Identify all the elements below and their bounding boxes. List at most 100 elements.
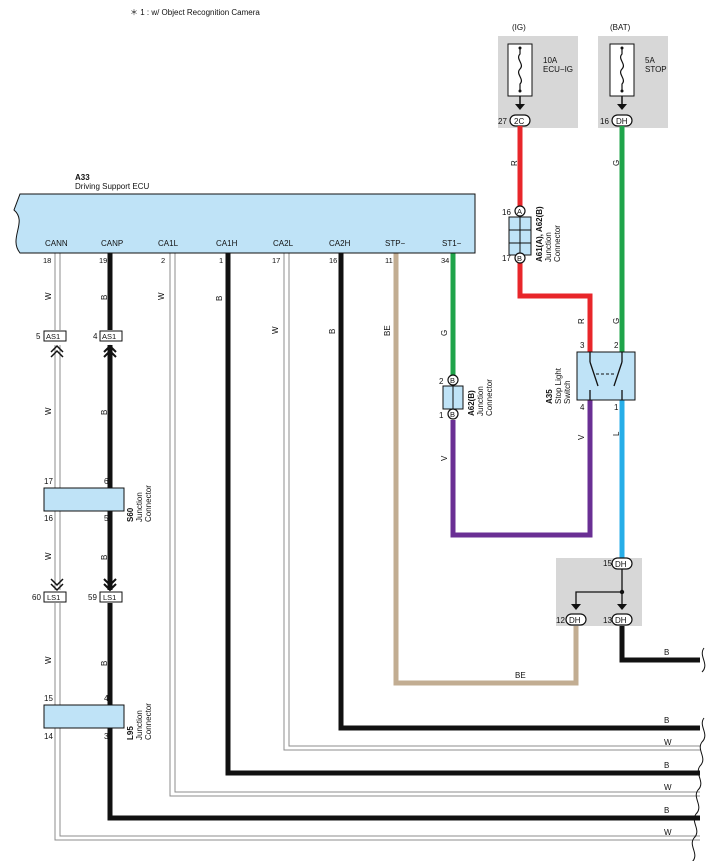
svg-text:DH: DH	[615, 616, 627, 625]
svg-text:V: V	[577, 434, 586, 440]
svg-text:15: 15	[44, 694, 53, 703]
svg-text:A35: A35	[545, 389, 554, 404]
svg-text:AS1: AS1	[46, 332, 60, 341]
connector-ls1: 60 LS1 59 LS1	[32, 578, 123, 603]
wire-violet	[450, 400, 593, 538]
svg-text:R: R	[577, 318, 586, 324]
wire-red-to-switch	[517, 262, 593, 355]
svg-text:B: B	[664, 761, 669, 770]
svg-text:V: V	[440, 455, 449, 461]
svg-text:16: 16	[502, 208, 511, 217]
svg-text:Connector: Connector	[553, 225, 562, 262]
svg-text:Connector: Connector	[485, 379, 494, 416]
junction-a62: 2 B 1 B A62(B) Junction Connector	[439, 374, 494, 420]
svg-text:G: G	[440, 330, 449, 336]
wire-black-ca1h	[225, 253, 700, 776]
svg-text:5A: 5A	[645, 56, 655, 65]
svg-text:B: B	[517, 254, 522, 263]
svg-text:17: 17	[272, 256, 280, 265]
svg-text:Junction: Junction	[135, 492, 144, 522]
svg-text:Junction: Junction	[476, 386, 485, 416]
svg-text:B: B	[100, 555, 109, 560]
svg-text:CANN: CANN	[45, 239, 68, 248]
svg-text:Connector: Connector	[144, 703, 153, 740]
svg-text:(BAT): (BAT)	[610, 23, 631, 32]
svg-text:L95: L95	[126, 726, 135, 740]
svg-text:BE: BE	[383, 325, 392, 336]
junction-s60: 17 6 16 5 S60 Junction Connector	[43, 477, 153, 523]
svg-text:16: 16	[329, 256, 337, 265]
svg-text:B: B	[328, 329, 337, 334]
wire-black-dh	[619, 625, 700, 663]
svg-text:Junction: Junction	[135, 710, 144, 740]
svg-text:G: G	[612, 318, 621, 324]
svg-text:CA2H: CA2H	[329, 239, 351, 248]
svg-text:R: R	[510, 160, 519, 166]
svg-text:W: W	[271, 326, 280, 334]
svg-text:G: G	[612, 160, 621, 166]
svg-text:1: 1	[614, 403, 619, 412]
svg-text:27: 27	[498, 117, 507, 126]
stop-light-switch: 3 2 4 1 A35 Stop Light Switch	[545, 341, 636, 412]
svg-text:B: B	[215, 296, 224, 301]
svg-text:1: 1	[439, 411, 444, 420]
svg-text:W: W	[157, 292, 166, 300]
svg-text:A: A	[517, 207, 522, 216]
svg-text:4: 4	[104, 694, 109, 703]
svg-text:(IG): (IG)	[512, 23, 526, 32]
svg-text:1: 1	[219, 256, 223, 265]
connector-as1: 5 AS1 4 AS1	[36, 330, 123, 358]
wire-black-canp-3	[107, 603, 700, 821]
svg-text:59: 59	[88, 593, 97, 602]
svg-text:LS1: LS1	[47, 593, 60, 602]
svg-text:18: 18	[43, 256, 51, 265]
svg-text:A33: A33	[75, 173, 90, 182]
svg-text:DH: DH	[615, 560, 627, 569]
svg-text:Driving Support ECU: Driving Support ECU	[75, 182, 149, 191]
svg-text:Junction: Junction	[544, 232, 553, 262]
svg-text:W: W	[44, 656, 53, 664]
svg-text:34: 34	[441, 256, 449, 265]
svg-text:S60: S60	[126, 507, 135, 522]
svg-text:W: W	[664, 828, 672, 837]
svg-text:60: 60	[32, 593, 41, 602]
svg-text:L: L	[612, 431, 621, 436]
wire-white-ca2l	[283, 253, 700, 751]
junction-dh: 15 DH 12 DH 13 DH	[556, 557, 642, 626]
svg-text:2: 2	[439, 377, 444, 386]
svg-text:W: W	[44, 407, 53, 415]
svg-text:4: 4	[580, 403, 585, 412]
junction-l95: 15 4 14 3 L95 Junction Connector	[43, 694, 153, 741]
svg-text:W: W	[664, 738, 672, 747]
svg-text:W: W	[44, 292, 53, 300]
svg-text:B: B	[100, 295, 109, 300]
svg-text:5: 5	[104, 514, 109, 523]
svg-text:A61(A), A62(B): A61(A), A62(B)	[535, 206, 544, 262]
svg-text:Connector: Connector	[144, 485, 153, 522]
svg-text:B: B	[664, 716, 669, 725]
svg-text:B: B	[664, 648, 669, 657]
svg-text:B: B	[664, 806, 669, 815]
svg-text:16: 16	[600, 117, 609, 126]
svg-text:A62(B): A62(B)	[467, 390, 476, 416]
fuse-bat: (BAT) 5A STOP 16 DH	[598, 23, 668, 128]
svg-text:B: B	[450, 410, 455, 419]
svg-text:16: 16	[44, 514, 53, 523]
svg-text:19: 19	[99, 256, 107, 265]
svg-text:B: B	[450, 376, 455, 385]
svg-text:STOP: STOP	[645, 65, 667, 74]
svg-text:2: 2	[161, 256, 165, 265]
svg-text:B: B	[100, 410, 109, 415]
svg-text:17: 17	[502, 254, 511, 263]
svg-text:ECU−IG: ECU−IG	[543, 65, 573, 74]
wire-beige	[393, 253, 579, 686]
svg-text:3: 3	[104, 732, 109, 741]
svg-text:W: W	[44, 552, 53, 560]
ecu-a33: A33 Driving Support ECU CANN CANP CA1L C…	[13, 173, 476, 265]
wire-white-ca1l	[169, 253, 700, 797]
svg-text:W: W	[664, 783, 672, 792]
svg-text:3: 3	[580, 341, 585, 350]
svg-text:6: 6	[104, 477, 109, 486]
svg-text:BE: BE	[515, 671, 526, 680]
